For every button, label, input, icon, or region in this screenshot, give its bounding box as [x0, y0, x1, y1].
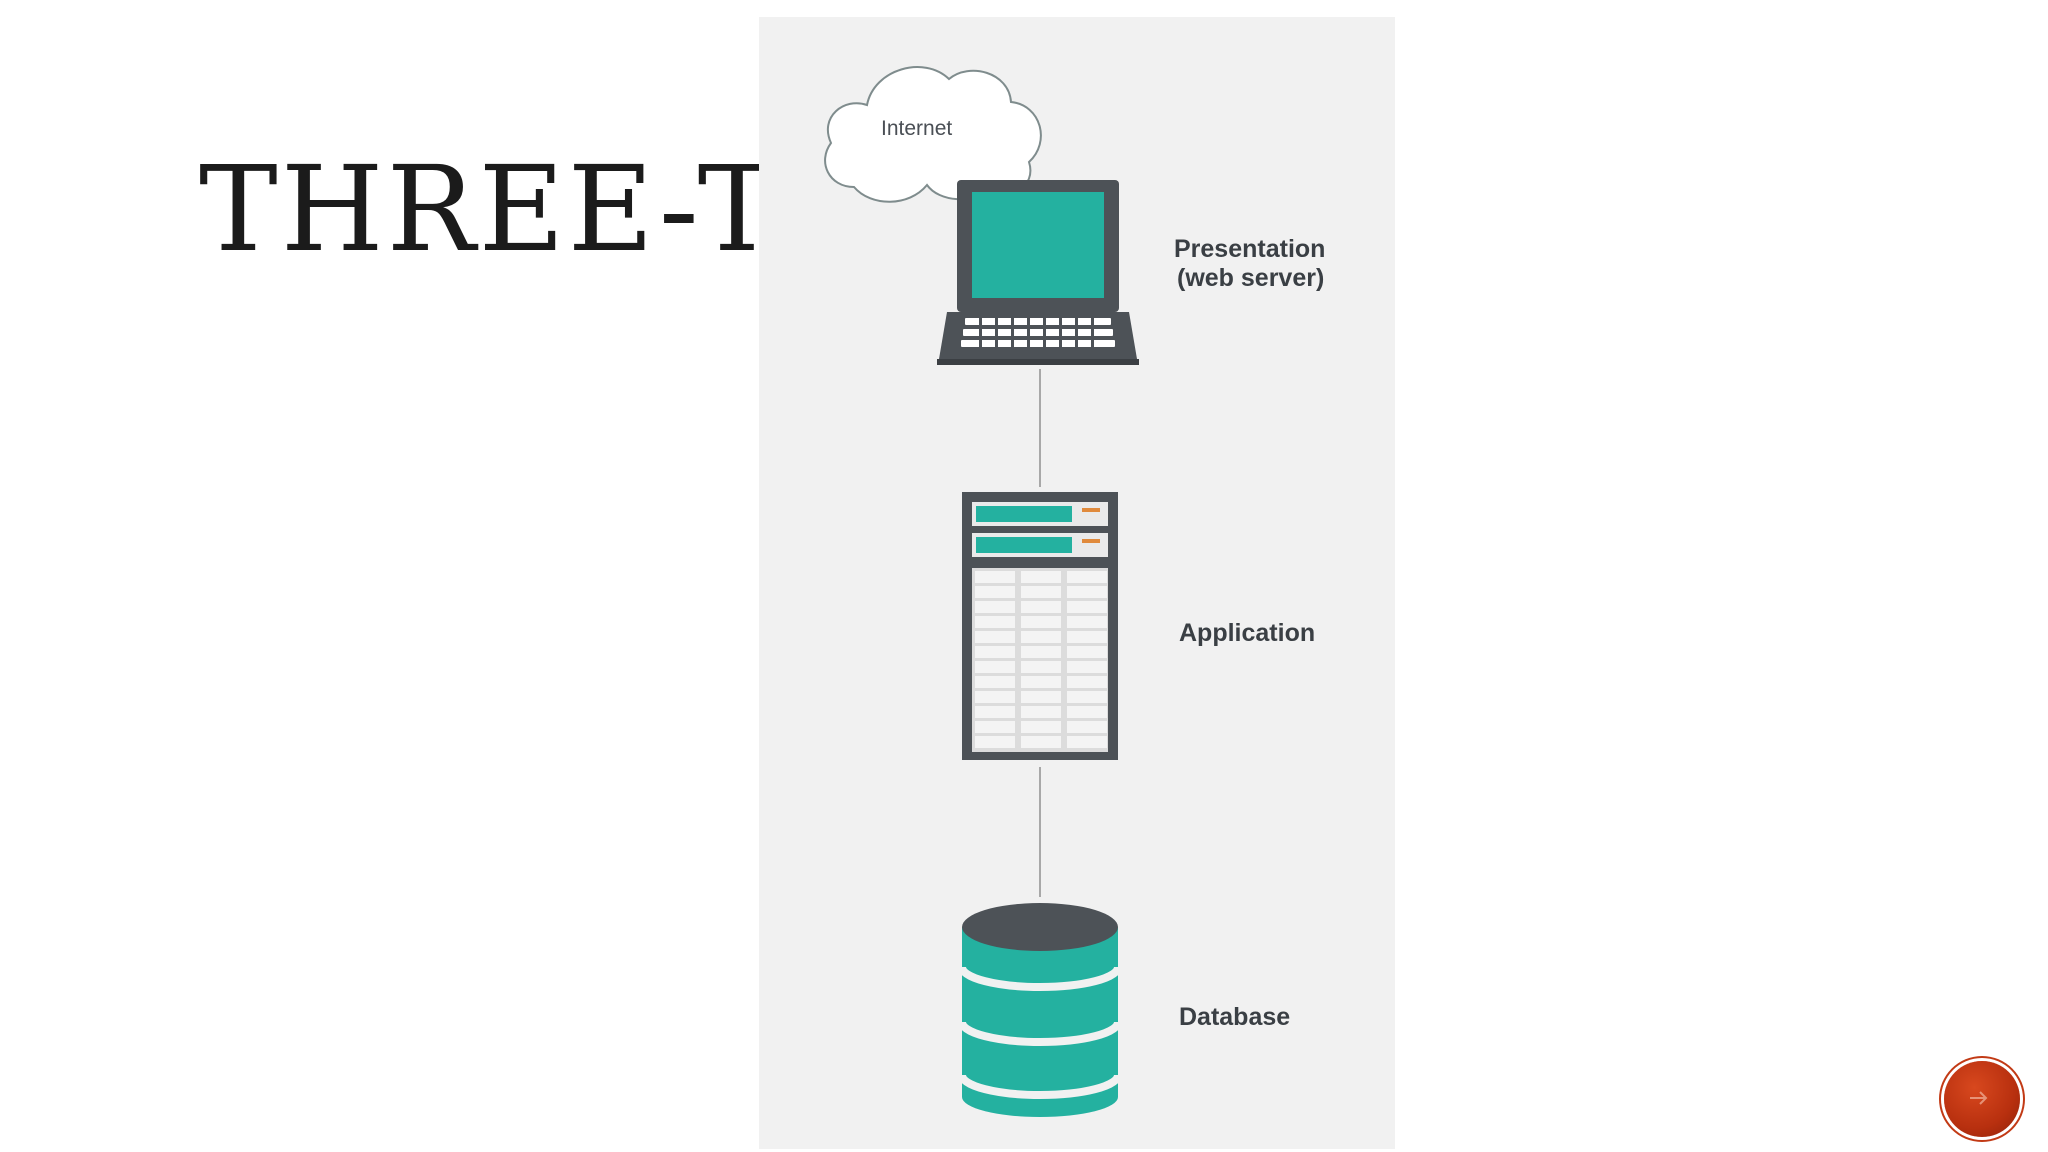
- laptop-icon: [937, 180, 1139, 365]
- cloud-label: Internet: [881, 117, 952, 140]
- server-rack-icon: [962, 492, 1118, 760]
- three-tier-diagram: Internet: [759, 17, 1395, 1149]
- tier-label-application: Application: [1179, 619, 1315, 647]
- tier-label-presentation: Presentation (web server): [1174, 235, 1332, 292]
- arrow-icon: [1970, 1091, 1988, 1105]
- cloud-icon: Internet: [824, 66, 1042, 203]
- database-icon: [958, 903, 1122, 1117]
- diagram-canvas: Internet: [824, 66, 1332, 1117]
- tier-label-database: Database: [1179, 1003, 1290, 1031]
- slide-title: THREE-TI: [199, 140, 829, 278]
- slide-nav-button[interactable]: [1944, 1061, 2020, 1137]
